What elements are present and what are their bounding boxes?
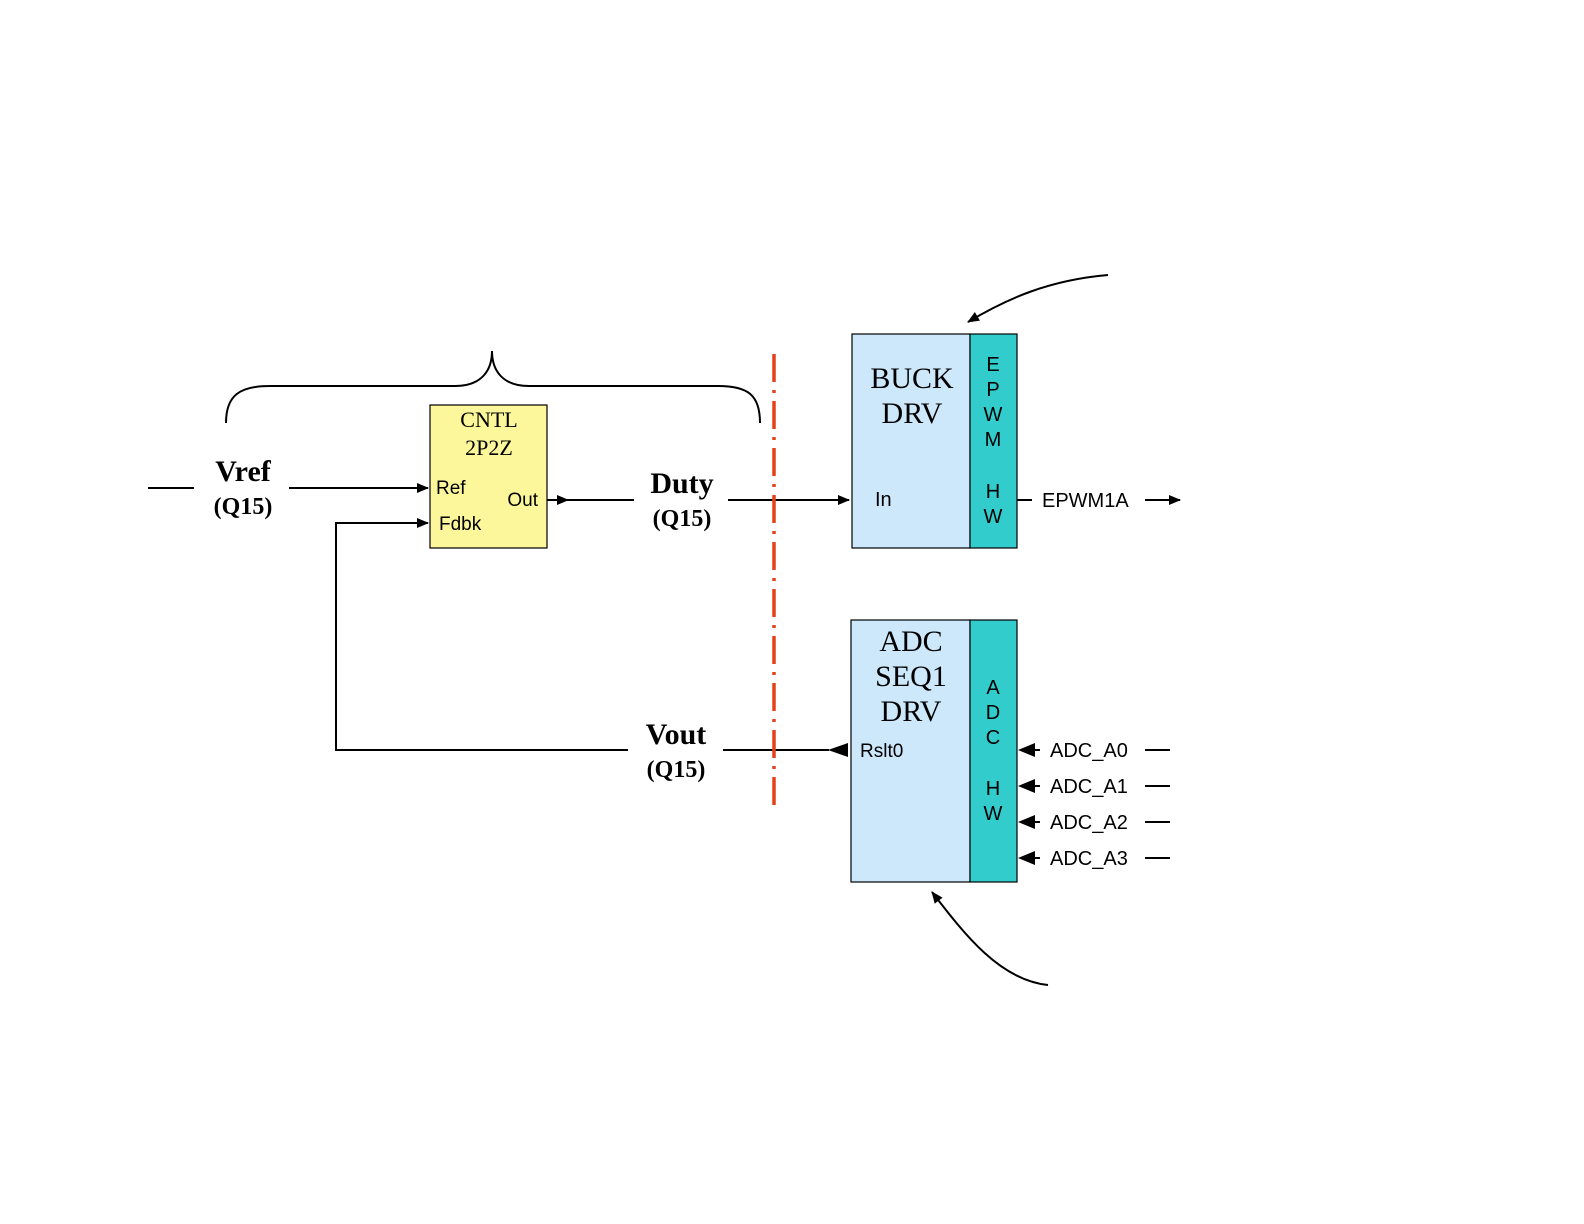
feedback-path xyxy=(336,523,628,750)
buck-driver-title-line1: BUCK xyxy=(870,362,954,395)
adc-hw-strip xyxy=(970,620,1017,882)
duty-format-label: (Q15) xyxy=(653,506,712,532)
adc-pointer-curve xyxy=(932,892,1048,985)
adc-hw-letter: A xyxy=(986,677,1000,699)
adc-input-arrowhead xyxy=(1018,851,1035,865)
controller-title-line2: 2P2Z xyxy=(465,435,513,460)
epwm-letter: E xyxy=(986,354,999,376)
controller-port-ref: Ref xyxy=(436,478,466,499)
adc-driver-title-line3: DRV xyxy=(881,695,942,728)
adc-input-a3: ADC_A3 xyxy=(1018,848,1170,870)
epwm-letter: W xyxy=(984,506,1003,528)
vref-label: Vref xyxy=(215,455,272,488)
controller-title-line1: CNTL xyxy=(460,407,517,432)
vout-label: Vout xyxy=(646,718,707,751)
adc-input-a0: ADC_A0 xyxy=(1018,740,1170,762)
buck-driver-title-line2: DRV xyxy=(882,397,943,430)
adc-input-label: ADC_A3 xyxy=(1050,848,1128,870)
adc-input-label: ADC_A1 xyxy=(1050,776,1128,798)
adc-hw-letter: W xyxy=(984,803,1003,825)
adc-input-label: ADC_A0 xyxy=(1050,740,1128,762)
adc-hw-letter: D xyxy=(986,702,1000,724)
adc-driver-port-rslt0: Rslt0 xyxy=(860,741,903,762)
epwm-letter: H xyxy=(986,481,1000,503)
epwm-output-label: EPWM1A xyxy=(1042,490,1129,512)
epwm-letter: W xyxy=(984,404,1003,426)
adc-hw-letter: C xyxy=(986,727,1000,749)
vout-format-label: (Q15) xyxy=(647,757,706,783)
adc-driver-title-line1: ADC xyxy=(879,625,942,658)
adc-input-label: ADC_A2 xyxy=(1050,812,1128,834)
duty-label: Duty xyxy=(650,467,713,500)
controller-port-fdbk: Fdbk xyxy=(439,514,482,535)
buck-driver-port-in: In xyxy=(875,489,892,511)
adc-input-arrowhead xyxy=(1018,815,1035,829)
buck-pointer-curve xyxy=(968,275,1108,322)
vref-format-label: (Q15) xyxy=(214,494,273,520)
adc-input-a1: ADC_A1 xyxy=(1018,776,1170,798)
epwm-letter: P xyxy=(986,379,999,401)
epwm-letter: M xyxy=(985,429,1002,451)
adc-hw-letter: H xyxy=(986,778,1000,800)
adc-input-arrowhead xyxy=(1018,743,1035,757)
adc-driver-title-line2: SEQ1 xyxy=(875,660,947,693)
vout-arrowhead xyxy=(828,743,848,757)
controller-port-out: Out xyxy=(507,490,538,511)
adc-input-arrowhead xyxy=(1018,779,1035,793)
adc-input-a2: ADC_A2 xyxy=(1018,812,1170,834)
